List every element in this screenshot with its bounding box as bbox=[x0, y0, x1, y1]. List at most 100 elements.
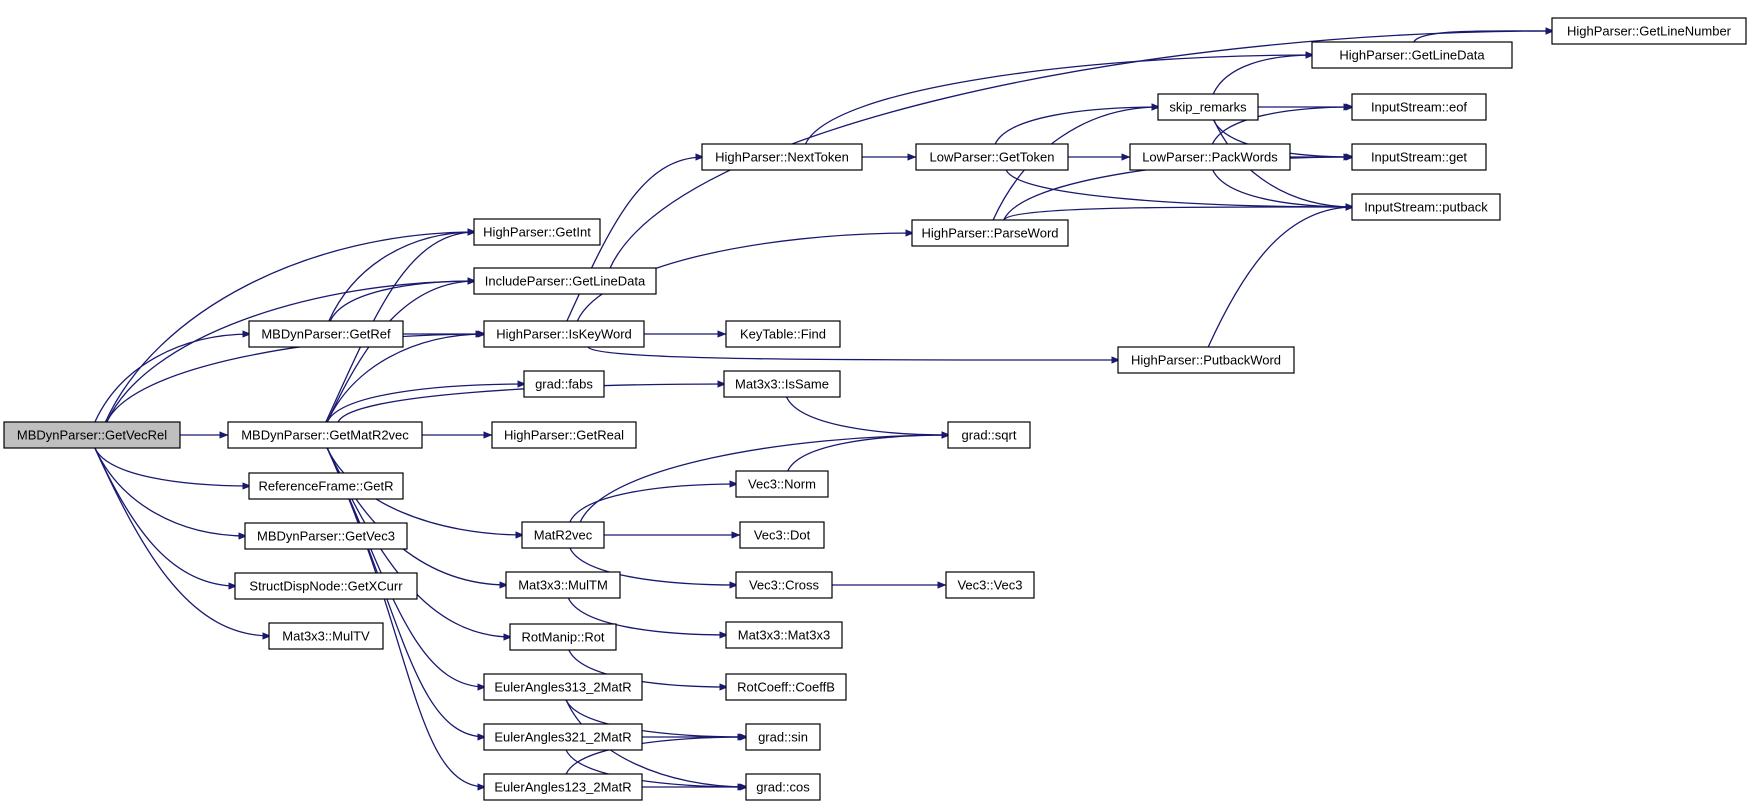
node-putbackword[interactable]: HighParser::PutbackWord bbox=[1117, 346, 1295, 374]
node-incl_getlinedata[interactable]: IncludeParser::GetLineData bbox=[473, 267, 657, 295]
node-hp_getlinedata[interactable]: HighParser::GetLineData bbox=[1311, 41, 1513, 69]
node-cos[interactable]: grad::cos bbox=[745, 773, 821, 801]
edge-gettoken-to-skip_remarks bbox=[994, 103, 1161, 145]
node-root[interactable]: MBDynParser::GetVecRel bbox=[3, 421, 181, 449]
node-getvec3[interactable]: MBDynParser::GetVec3 bbox=[244, 522, 408, 550]
edge-getmatr2vec-to-matr2vec bbox=[326, 447, 525, 539]
node-box[interactable] bbox=[234, 572, 418, 600]
node-getref[interactable]: MBDynParser::GetRef bbox=[248, 320, 404, 348]
node-parseword[interactable]: HighParser::ParseWord bbox=[911, 219, 1069, 247]
nodes-layer: MBDynParser::GetVecRel MBDynParser::GetMa… bbox=[3, 17, 1747, 801]
node-box[interactable] bbox=[1551, 17, 1747, 45]
node-box[interactable] bbox=[491, 421, 637, 449]
node-label: RotManip::Rot bbox=[521, 630, 604, 645]
node-getr[interactable]: ReferenceFrame::GetR bbox=[248, 472, 404, 500]
node-getreal[interactable]: HighParser::GetReal bbox=[491, 421, 637, 449]
node-box[interactable] bbox=[1351, 193, 1501, 221]
node-packwords[interactable]: LowParser::PackWords bbox=[1129, 143, 1291, 171]
node-box[interactable] bbox=[505, 571, 621, 599]
edge-parseword-to-putback bbox=[1003, 203, 1355, 221]
node-box[interactable] bbox=[1351, 143, 1487, 171]
node-getxcurr[interactable]: StructDispNode::GetXCurr bbox=[234, 572, 418, 600]
node-box[interactable] bbox=[1129, 143, 1291, 171]
node-box[interactable] bbox=[473, 218, 601, 246]
node-label: HighParser::GetInt bbox=[483, 225, 591, 240]
node-label: MBDynParser::GetVec3 bbox=[257, 529, 395, 544]
node-box[interactable] bbox=[483, 773, 643, 801]
node-box[interactable] bbox=[947, 421, 1031, 449]
node-box[interactable] bbox=[1351, 93, 1487, 121]
node-eof[interactable]: InputStream::eof bbox=[1351, 93, 1487, 121]
edge-ea313-to-cos bbox=[565, 699, 749, 791]
node-get[interactable]: InputStream::get bbox=[1351, 143, 1487, 171]
node-box[interactable] bbox=[1311, 41, 1513, 69]
node-box[interactable] bbox=[268, 622, 384, 650]
node-label: LowParser::PackWords bbox=[1142, 150, 1278, 165]
node-getlinenumber[interactable]: HighParser::GetLineNumber bbox=[1551, 17, 1747, 45]
node-box[interactable] bbox=[483, 723, 643, 751]
node-sqrt[interactable]: grad::sqrt bbox=[947, 421, 1031, 449]
node-rot[interactable]: RotManip::Rot bbox=[509, 623, 617, 651]
node-dot[interactable]: Vec3::Dot bbox=[739, 521, 825, 549]
node-label: Mat3x3::Mat3x3 bbox=[738, 628, 831, 643]
node-nexttoken[interactable]: HighParser::NextToken bbox=[701, 143, 863, 171]
node-label: grad::cos bbox=[756, 780, 810, 795]
node-find[interactable]: KeyTable::Find bbox=[725, 320, 841, 348]
node-label: Vec3::Cross bbox=[749, 578, 820, 593]
node-ea123[interactable]: EulerAngles123_2MatR bbox=[483, 773, 643, 801]
node-box[interactable] bbox=[725, 320, 841, 348]
node-matr2vec[interactable]: MatR2vec bbox=[521, 521, 605, 549]
node-box[interactable] bbox=[915, 143, 1069, 171]
node-box[interactable] bbox=[244, 522, 408, 550]
node-sin[interactable]: grad::sin bbox=[745, 723, 821, 751]
node-issame[interactable]: Mat3x3::IsSame bbox=[723, 370, 841, 398]
node-getmatr2vec[interactable]: MBDynParser::GetMatR2vec bbox=[227, 421, 423, 449]
node-box[interactable] bbox=[723, 370, 841, 398]
node-box[interactable] bbox=[745, 723, 821, 751]
node-box[interactable] bbox=[227, 421, 423, 449]
node-coeffb[interactable]: RotCoeff::CoeffB bbox=[725, 673, 847, 701]
node-multm[interactable]: Mat3x3::MulTM bbox=[505, 571, 621, 599]
node-box[interactable] bbox=[701, 143, 863, 171]
node-vec3[interactable]: Vec3::Vec3 bbox=[945, 571, 1035, 599]
node-gettoken[interactable]: LowParser::GetToken bbox=[915, 143, 1069, 171]
node-ea313[interactable]: EulerAngles313_2MatR bbox=[483, 673, 643, 701]
node-box[interactable] bbox=[509, 623, 617, 651]
node-label: EulerAngles123_2MatR bbox=[494, 780, 631, 795]
edge-incl_getlinedata-to-getlinenumber bbox=[609, 27, 1555, 269]
node-box[interactable] bbox=[911, 219, 1069, 247]
node-label: HighParser::GetLineData bbox=[1339, 48, 1485, 63]
node-box[interactable] bbox=[3, 421, 181, 449]
node-box[interactable] bbox=[521, 521, 605, 549]
node-multv[interactable]: Mat3x3::MulTV bbox=[268, 622, 384, 650]
node-box[interactable] bbox=[248, 320, 404, 348]
node-box[interactable] bbox=[248, 472, 404, 500]
node-skip_remarks[interactable]: skip_remarks bbox=[1157, 93, 1259, 121]
node-box[interactable] bbox=[523, 370, 605, 398]
node-box[interactable] bbox=[745, 773, 821, 801]
node-box[interactable] bbox=[473, 267, 657, 295]
node-mat3x3[interactable]: Mat3x3::Mat3x3 bbox=[725, 621, 843, 649]
node-norm[interactable]: Vec3::Norm bbox=[735, 470, 829, 498]
node-box[interactable] bbox=[725, 621, 843, 649]
node-getint[interactable]: HighParser::GetInt bbox=[473, 218, 601, 246]
node-label: MatR2vec bbox=[534, 528, 593, 543]
node-box[interactable] bbox=[735, 470, 829, 498]
node-fabs[interactable]: grad::fabs bbox=[523, 370, 605, 398]
node-iskeyword[interactable]: HighParser::IsKeyWord bbox=[483, 320, 645, 348]
node-box[interactable] bbox=[483, 320, 645, 348]
node-ea321[interactable]: EulerAngles321_2MatR bbox=[483, 723, 643, 751]
node-box[interactable] bbox=[483, 673, 643, 701]
node-box[interactable] bbox=[1157, 93, 1259, 121]
node-box[interactable] bbox=[725, 673, 847, 701]
node-label: ReferenceFrame::GetR bbox=[258, 479, 393, 494]
node-box[interactable] bbox=[735, 571, 833, 599]
node-cross[interactable]: Vec3::Cross bbox=[735, 571, 833, 599]
edge-getmatr2vec-to-multm bbox=[326, 447, 509, 589]
edge-parseword-to-skip_remarks bbox=[992, 103, 1161, 221]
node-label: Mat3x3::MulTV bbox=[282, 629, 370, 644]
node-box[interactable] bbox=[739, 521, 825, 549]
node-putback[interactable]: InputStream::putback bbox=[1351, 193, 1501, 221]
node-box[interactable] bbox=[1117, 346, 1295, 374]
node-box[interactable] bbox=[945, 571, 1035, 599]
